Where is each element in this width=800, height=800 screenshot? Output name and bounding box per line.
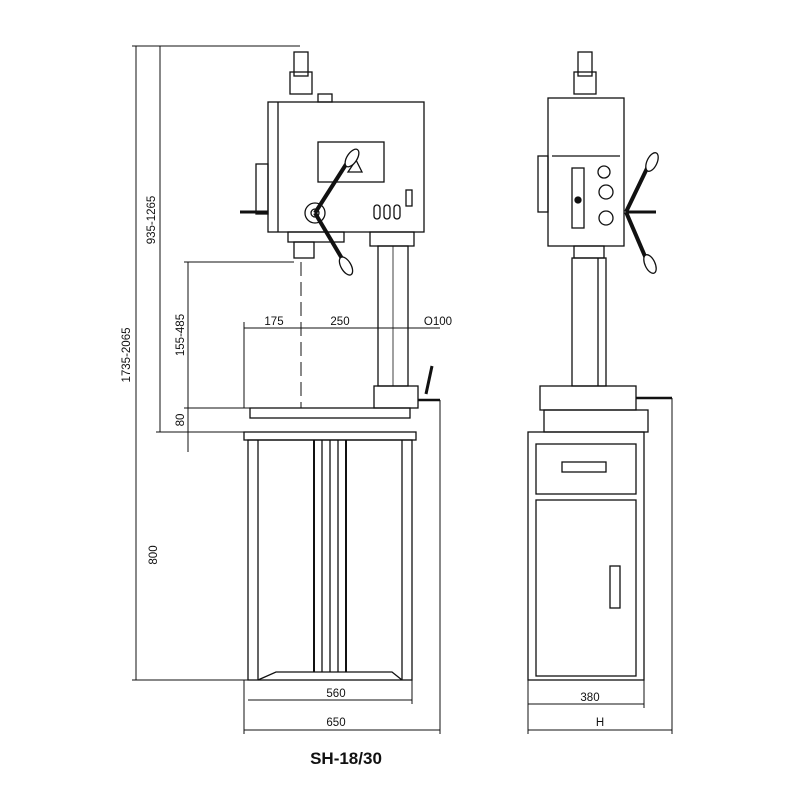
cabinet-width-label: 560 — [326, 688, 345, 700]
vent-slot — [373, 204, 381, 220]
head-panel — [317, 141, 385, 183]
overall-depth-label: H — [596, 717, 604, 729]
front-view — [240, 51, 440, 681]
side-head — [547, 97, 625, 247]
model-title: SH-18/30 — [310, 749, 382, 768]
motor-cap — [293, 51, 309, 77]
drawer — [535, 443, 637, 495]
motor-top — [289, 71, 313, 95]
side-view — [527, 51, 672, 681]
side-cabinet — [527, 431, 645, 681]
throat-250-label: 250 — [330, 316, 349, 328]
spindle — [293, 241, 315, 259]
cabinet-top — [243, 431, 417, 441]
cabinet-depth-label: 380 — [580, 692, 599, 704]
motor-knob — [317, 93, 333, 103]
side-table — [539, 385, 637, 411]
table-offset-label: 80 — [175, 414, 187, 427]
side-column — [571, 257, 607, 387]
door-handle — [609, 565, 621, 609]
door — [535, 499, 637, 677]
cabinet-height-label: 800 — [148, 545, 160, 564]
work-table — [249, 407, 411, 419]
spindle-table-label: 155-485 — [175, 314, 187, 356]
head-height-label: 935-1265 — [146, 196, 158, 245]
table-dia-label: Ο100 — [424, 316, 452, 328]
feed-hub — [304, 202, 326, 224]
overall-width-label: 650 — [326, 717, 345, 729]
table-bracket — [373, 385, 419, 409]
dimension-lines — [132, 45, 673, 734]
throat-175-label: 175 — [264, 316, 283, 328]
total-height-label: 1735-2065 — [121, 328, 133, 383]
